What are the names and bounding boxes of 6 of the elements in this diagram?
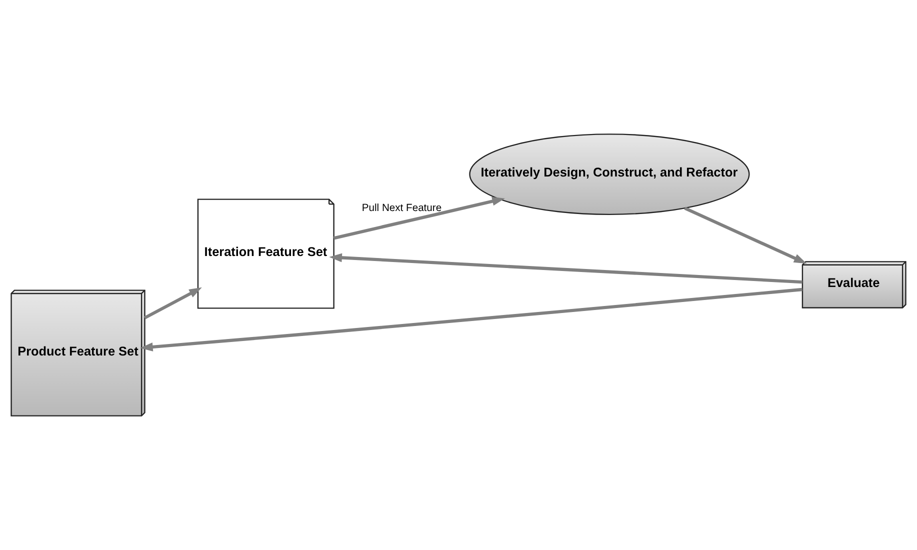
arrow xyxy=(333,196,505,240)
arrow xyxy=(329,253,802,284)
arrow xyxy=(684,206,807,264)
node-ellipse: Iteratively Design, Construct, and Refactor xyxy=(469,134,750,216)
edge-label: Pull Next Feature xyxy=(362,203,442,214)
arrow xyxy=(144,287,202,320)
